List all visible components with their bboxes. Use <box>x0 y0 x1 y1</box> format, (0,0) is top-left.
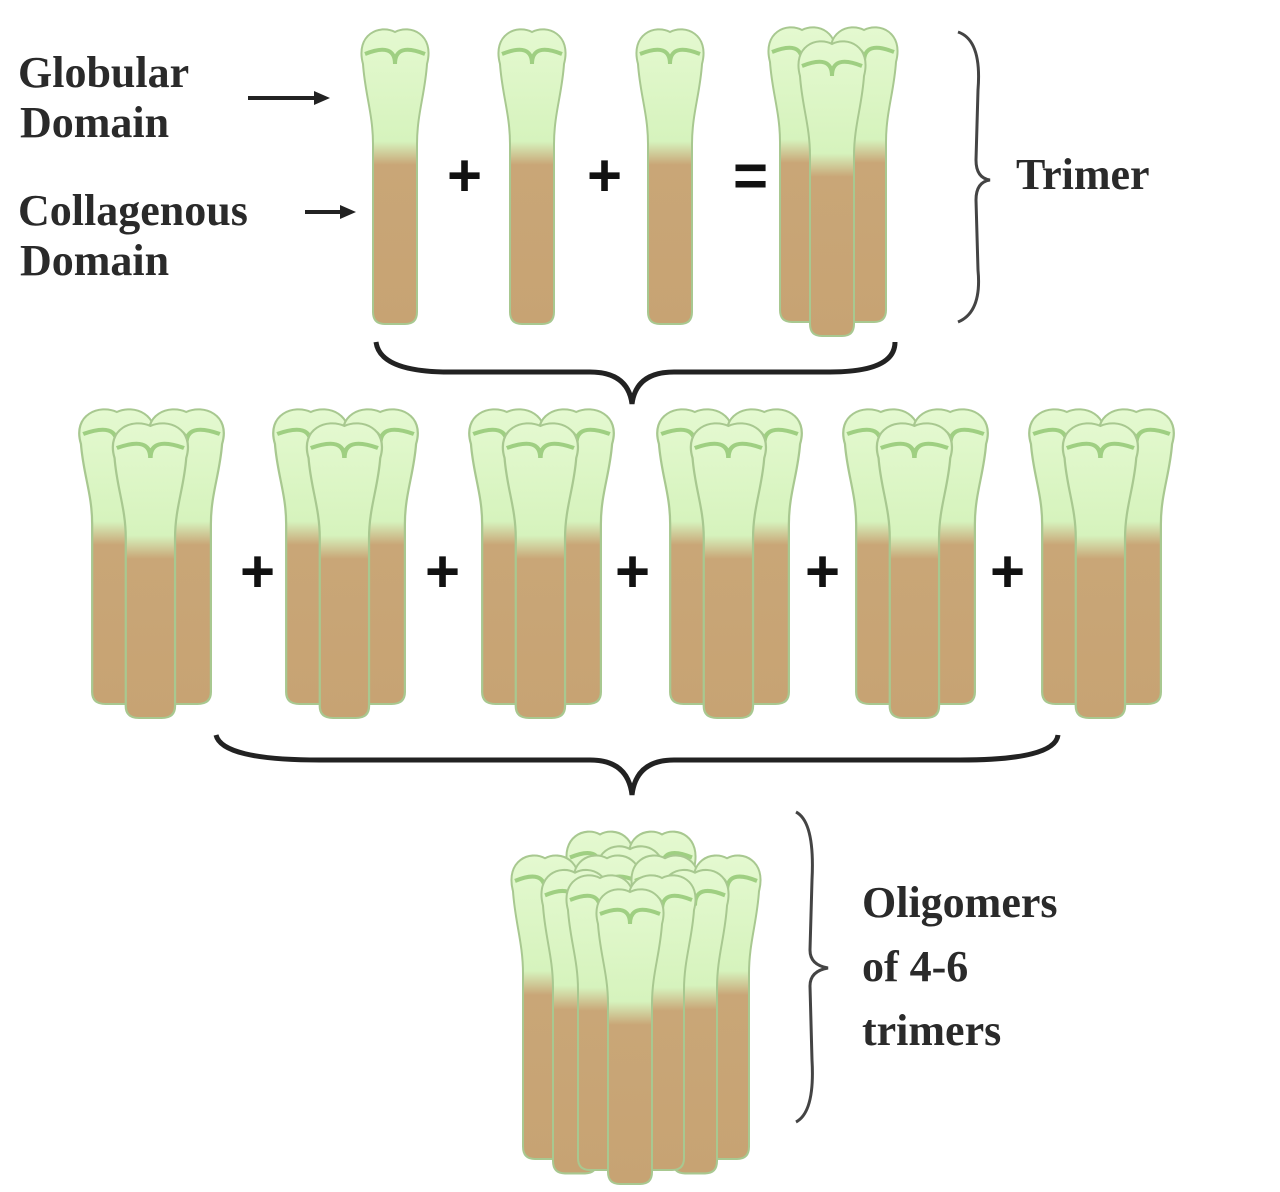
label-collagenous-line2: Domain <box>20 236 170 285</box>
trimer-3 <box>469 409 614 718</box>
label-trimer: Trimer <box>1016 150 1150 199</box>
plus-sign: + <box>615 538 651 605</box>
arrow-collagenous-icon <box>305 205 356 219</box>
label-collagenous-line1: Collagenous <box>18 186 248 235</box>
monomer-2 <box>496 27 568 326</box>
brace-middle-icon <box>213 734 1061 796</box>
trimer-2 <box>273 409 418 718</box>
plus-sign: + <box>587 142 623 209</box>
trimer-5 <box>843 409 988 718</box>
monomer-3 <box>634 27 706 326</box>
label-oligomers-line3: trimers <box>862 1006 1002 1055</box>
plus-sign: + <box>425 538 461 605</box>
arrow-globular-icon <box>248 91 330 105</box>
plus-sign: + <box>447 142 483 209</box>
plus-sign: + <box>240 538 276 605</box>
trimer-4 <box>657 409 802 718</box>
brace-oligomer-icon <box>795 810 829 1124</box>
brace-top-icon <box>373 341 898 405</box>
label-globular-line2: Domain <box>20 98 170 147</box>
equals-sign: = <box>733 142 769 209</box>
label-globular-line1: Globular <box>18 48 190 97</box>
label-oligomers-line1: Oligomers <box>862 878 1058 927</box>
brace-trimer-icon <box>957 30 991 324</box>
trimer-6 <box>1029 409 1174 718</box>
oligomer <box>511 832 760 1184</box>
monomer-1 <box>359 27 431 326</box>
trimer-1 <box>79 409 224 718</box>
trimer-result <box>768 27 897 336</box>
plus-sign: + <box>805 538 841 605</box>
plus-sign: + <box>990 538 1026 605</box>
label-oligomers-line2: of 4-6 <box>862 942 969 991</box>
